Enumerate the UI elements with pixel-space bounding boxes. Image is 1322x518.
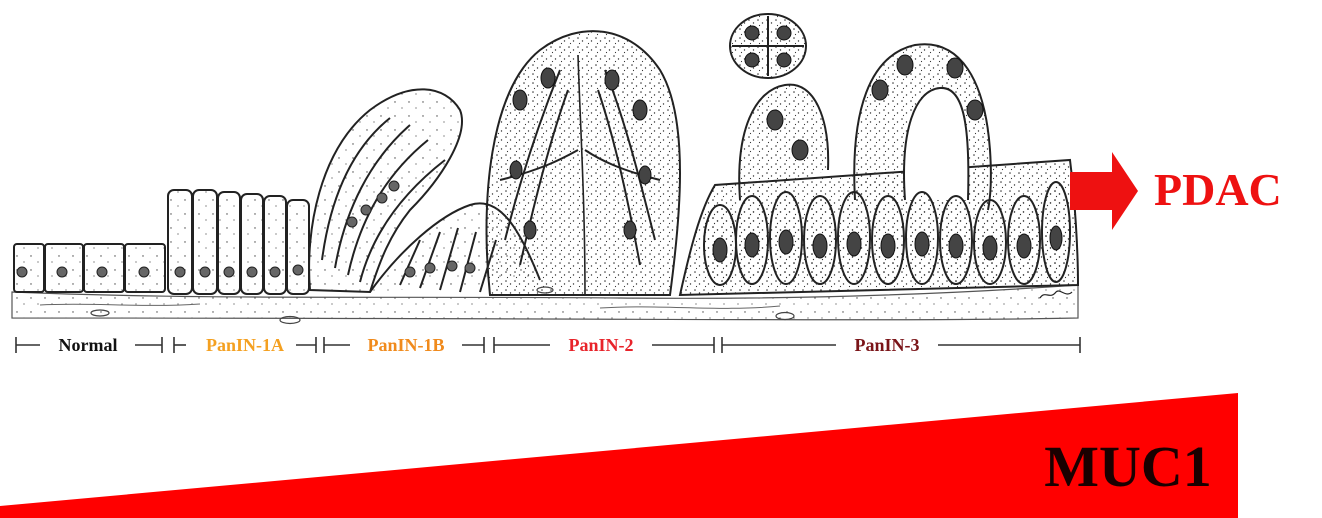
panin-3-cribriform xyxy=(680,14,1078,298)
stage-label-panin-1b: PanIN-1B xyxy=(367,335,444,355)
pdac-outcome: PDAC xyxy=(1070,152,1282,230)
stage-label-panin-3: PanIN-3 xyxy=(854,335,919,355)
stage-scale-bar xyxy=(16,337,1080,353)
pdac-label: PDAC xyxy=(1154,164,1282,215)
muc1-label: MUC1 xyxy=(1044,434,1212,499)
muc1-expression-wedge: MUC1 xyxy=(0,393,1238,518)
progression-arrow-icon xyxy=(1070,152,1138,230)
stage-label-panin-1a: PanIN-1A xyxy=(206,335,284,355)
normal-cuboidal-cells xyxy=(14,244,165,292)
panin-1a-columnar-cells xyxy=(168,190,309,294)
panin-2-dome xyxy=(487,31,680,295)
epithelium-illustration xyxy=(12,14,1078,324)
stage-label-panin-2: PanIN-2 xyxy=(568,335,633,355)
detached-cell-cluster xyxy=(730,14,806,78)
stage-label-normal: Normal xyxy=(59,335,118,355)
